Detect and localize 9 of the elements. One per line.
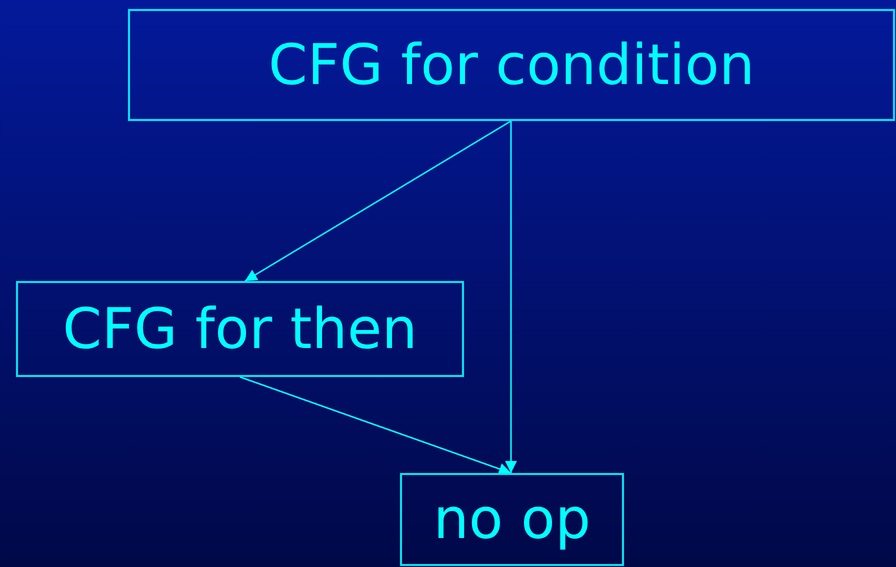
arrow: [505, 121, 517, 473]
process-box: [128, 9, 895, 121]
process-box: [16, 281, 464, 377]
arrow: [240, 376, 512, 475]
process-box: [400, 473, 624, 566]
box-label: CFG for then: [62, 296, 418, 362]
box-label: CFG for condition: [268, 32, 755, 98]
box-label: no op: [433, 487, 591, 552]
arrow: [244, 120, 512, 282]
